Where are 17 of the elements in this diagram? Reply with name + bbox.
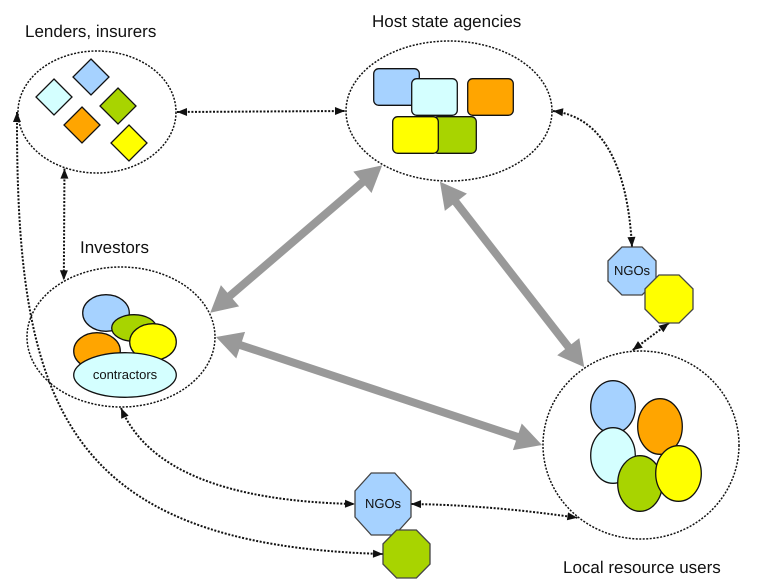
group-title: Investors: [80, 238, 149, 258]
dotted-arrow: [177, 107, 345, 116]
dotted-arrow: [13, 112, 384, 558]
dotted-arrow: [552, 109, 636, 248]
group-title: Host state agencies: [372, 12, 522, 32]
node-label: contractors: [92, 367, 158, 383]
thick-arrow: [440, 182, 584, 368]
group-title: Local resource users: [563, 558, 721, 578]
node-label: NGOs: [364, 496, 402, 512]
dotted-arrow: [410, 500, 578, 520]
dotted-arrow: [60, 168, 68, 280]
node-label: NGOs: [612, 263, 652, 279]
thick-arrow: [216, 332, 542, 450]
dotted-arrow: [120, 408, 356, 508]
dotted-arrow: [632, 322, 670, 352]
thick-arrow: [210, 165, 382, 313]
group-title: Lenders, insurers: [25, 22, 156, 42]
